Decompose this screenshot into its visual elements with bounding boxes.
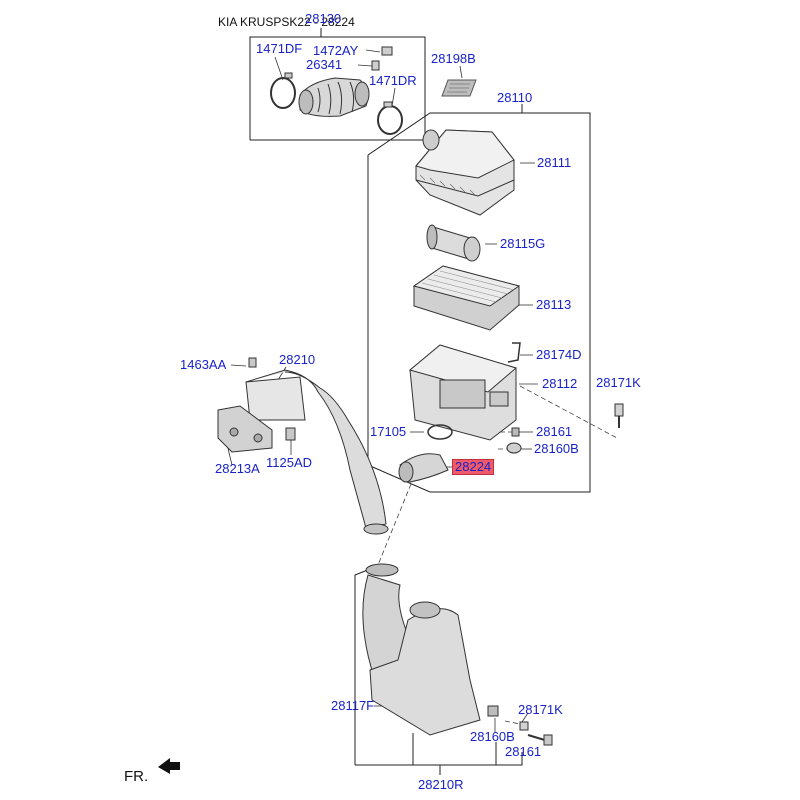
callout-28171K-top[interactable]: 28171K xyxy=(596,375,641,390)
callout-28210[interactable]: 28210 xyxy=(279,352,316,367)
bolt-28171K-top xyxy=(614,403,624,428)
duct-28210 xyxy=(245,369,389,535)
cover-28111 xyxy=(415,129,515,216)
resonator-28117F xyxy=(362,563,499,736)
callout-28171K-bottom[interactable]: 28171K xyxy=(518,702,563,717)
front-arrow-icon xyxy=(158,758,180,774)
callout-28160B-top[interactable]: 28160B xyxy=(534,441,579,456)
gasket-17105 xyxy=(427,424,453,440)
diagram-title: KIA KRUSPSK22 - 28224 xyxy=(218,15,355,29)
callout-28117F[interactable]: 28117F xyxy=(331,698,375,713)
bolt-1463AA xyxy=(248,357,257,368)
callout-28112[interactable]: 28112 xyxy=(542,376,578,391)
callout-28224-highlighted[interactable]: 28224 xyxy=(452,459,495,475)
callout-28213A[interactable]: 28213A xyxy=(215,461,260,476)
callout-28161-bottom[interactable]: 28161 xyxy=(505,744,542,759)
sensor-26341 xyxy=(371,60,380,71)
bolt-1472AY xyxy=(381,46,393,56)
callout-28161-top[interactable]: 28161 xyxy=(536,424,573,439)
bracket-28174D xyxy=(507,342,521,363)
callout-28110[interactable]: 28110 xyxy=(497,90,533,105)
group-box-28130 xyxy=(249,36,426,141)
callout-1463AA[interactable]: 1463AA xyxy=(180,357,227,372)
clamp-1471DR xyxy=(377,101,403,135)
callout-26341[interactable]: 26341 xyxy=(306,57,343,72)
duct-28115G xyxy=(426,224,481,262)
callout-28160B-bottom[interactable]: 28160B xyxy=(470,729,515,744)
callout-1125AD[interactable]: 1125AD xyxy=(266,455,313,470)
callout-1472AY[interactable]: 1472AY xyxy=(313,43,359,58)
hose-28130 xyxy=(298,77,370,117)
front-direction-label: FR. xyxy=(124,768,149,785)
callout-28113[interactable]: 28113 xyxy=(536,297,572,312)
body-28112 xyxy=(408,344,518,441)
callout-28130[interactable]: 28130 xyxy=(305,11,342,26)
clamp-1471DF xyxy=(270,72,296,109)
callout-28198B[interactable]: 28198B xyxy=(431,51,476,66)
bush-28160B-top xyxy=(506,442,522,454)
callout-28210R[interactable]: 28210R xyxy=(418,777,464,792)
callout-1471DF[interactable]: 1471DF xyxy=(256,41,303,56)
callout-28115G[interactable]: 28115G xyxy=(500,236,546,251)
bolt-1125AD xyxy=(285,427,296,441)
callout-28111[interactable]: 28111 xyxy=(537,155,572,170)
grommet-28161-top xyxy=(511,427,520,437)
callout-1471DR[interactable]: 1471DR xyxy=(369,73,417,88)
bracket-28213A xyxy=(217,405,273,453)
hose-28224 xyxy=(398,453,449,483)
callout-17105[interactable]: 17105 xyxy=(370,424,407,439)
callout-28174D[interactable]: 28174D xyxy=(536,347,582,362)
bolt-28171K-bottom xyxy=(519,721,553,746)
filter-28113 xyxy=(412,265,521,331)
